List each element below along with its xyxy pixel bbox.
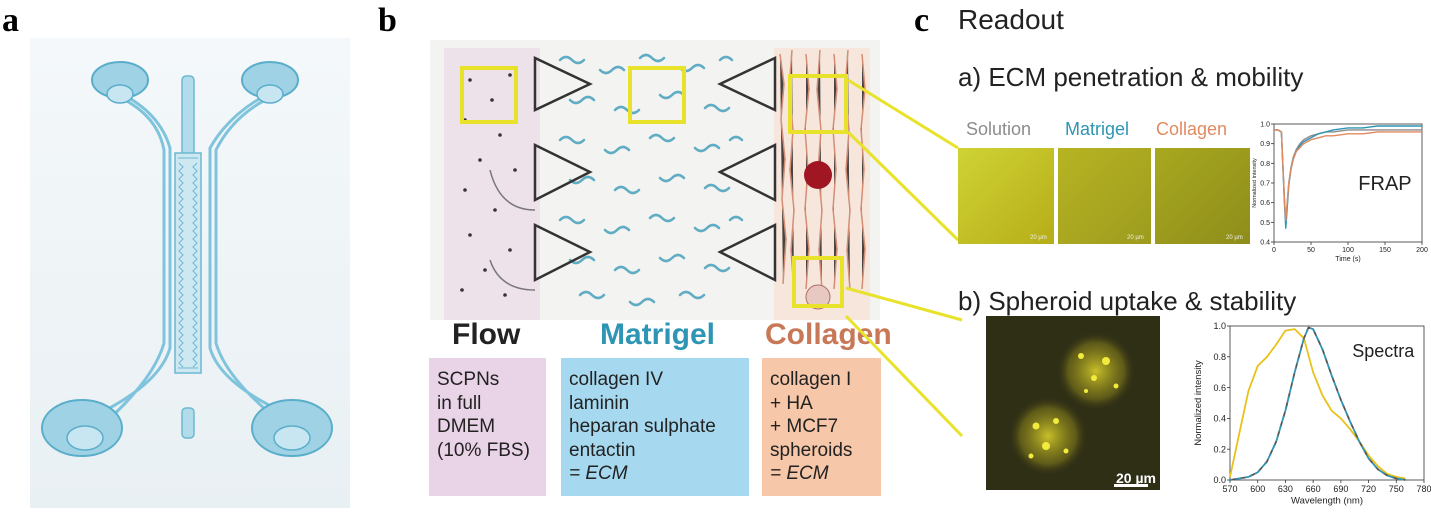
x-tick-label: 200 bbox=[1416, 247, 1428, 254]
x-tick-label: 750 bbox=[1389, 484, 1404, 494]
swatch-scalebar-1: 20 µm bbox=[1030, 235, 1047, 241]
x-tick-label: 600 bbox=[1250, 484, 1265, 494]
microfluidic-chip-illustration bbox=[30, 38, 350, 508]
panel-label-c: c bbox=[914, 2, 930, 39]
y-tick-label: 0.2 bbox=[1213, 444, 1226, 454]
matrigel-line-2: laminin bbox=[569, 392, 630, 414]
flow-line-4: (10% FBS) bbox=[437, 439, 530, 461]
x-tick-label: 690 bbox=[1333, 484, 1348, 494]
flow-description-box: SCPNs in full DMEM (10% FBS) bbox=[429, 358, 546, 496]
swatch-collagen bbox=[1155, 148, 1250, 244]
x-tick-label: 630 bbox=[1278, 484, 1293, 494]
collagen-line-1: collagen I bbox=[770, 369, 852, 390]
x-tick-label: 150 bbox=[1379, 247, 1391, 254]
y-tick-label: 0.6 bbox=[1213, 383, 1226, 393]
y-tick-label: 0.6 bbox=[1260, 200, 1270, 207]
collagen-line-2: + HA bbox=[770, 392, 813, 414]
collagen-line-3: + MCF7 bbox=[770, 416, 839, 437]
x-tick-label: 50 bbox=[1307, 247, 1315, 254]
spheroid-scalebar: 20 µm bbox=[1116, 470, 1156, 486]
plot-frame bbox=[1273, 123, 1423, 243]
matrigel-line-1: collagen IV bbox=[569, 369, 664, 390]
matrigel-description-box: collagen IV laminin heparan sulphate ent… bbox=[561, 358, 749, 496]
flow-title: Flow bbox=[452, 318, 521, 351]
readout-section-b-title: b) Spheroid uptake & stability bbox=[958, 286, 1297, 316]
flow-line-3: DMEM bbox=[437, 416, 496, 437]
series-line bbox=[1229, 326, 1406, 481]
chart-annotation: Spectra bbox=[1352, 341, 1415, 361]
chart-annotation: FRAP bbox=[1358, 173, 1411, 195]
panel-label-a: a bbox=[2, 2, 19, 39]
y-tick-label: 0.9 bbox=[1260, 141, 1270, 148]
readout-section-a-title: a) ECM penetration & mobility bbox=[958, 62, 1304, 92]
matrigel-title: Matrigel bbox=[600, 318, 716, 351]
swatch-matrigel bbox=[1058, 148, 1151, 244]
swatch-label-solution: Solution bbox=[966, 119, 1032, 139]
x-axis-label: Wavelength (nm) bbox=[1291, 496, 1363, 507]
collagen-line-4: spheroids bbox=[770, 439, 853, 461]
matrigel-line-3: heparan sulphate bbox=[569, 416, 716, 437]
flow-line-1: SCPNs bbox=[437, 369, 500, 390]
matrigel-ecm: = ECM bbox=[569, 463, 628, 484]
collagen-description-box: collagen I + HA + MCF7 spheroids = ECM bbox=[762, 358, 881, 496]
series-line bbox=[1229, 328, 1406, 480]
spectra-chart: 570 600 630 660 690 720 750 780 0.0 0.2 0.4 0.6 0.8 1… bbox=[1193, 321, 1431, 507]
y-tick-label: 0.7 bbox=[1260, 180, 1270, 187]
y-tick-label: 0.0 bbox=[1213, 475, 1226, 485]
swatch-label-matrigel: Matrigel bbox=[1065, 119, 1130, 139]
x-tick-label: 570 bbox=[1222, 484, 1237, 494]
chip-cross-section-sketch bbox=[430, 40, 880, 320]
y-tick-label: 0.4 bbox=[1260, 239, 1270, 246]
swatch-solution bbox=[958, 148, 1054, 244]
x-tick-label: 720 bbox=[1361, 484, 1376, 494]
y-axis-label: Normalized intensity bbox=[1193, 360, 1204, 446]
x-tick-label: 660 bbox=[1306, 484, 1321, 494]
x-axis-label: Time (s) bbox=[1335, 256, 1360, 263]
connector-lines bbox=[844, 78, 964, 438]
panel-label-b: b bbox=[378, 2, 397, 39]
swatch-scalebar-3: 20 µm bbox=[1226, 235, 1243, 241]
x-tick-label: 780 bbox=[1416, 484, 1431, 494]
x-tick-label: 100 bbox=[1342, 247, 1354, 254]
y-tick-label: 0.8 bbox=[1213, 352, 1226, 362]
collagen-title: Collagen bbox=[765, 318, 892, 351]
swatch-scalebar-2: 20 µm bbox=[1127, 235, 1144, 241]
y-tick-label: 0.4 bbox=[1213, 414, 1226, 424]
x-tick-label: 0 bbox=[1272, 247, 1276, 254]
series-line bbox=[1274, 129, 1422, 222]
collagen-ecm: = ECM bbox=[770, 463, 829, 484]
y-axis-label: Normalized intensity bbox=[1252, 158, 1258, 208]
matrigel-line-4: entactin bbox=[569, 439, 636, 461]
y-tick-label: 0.5 bbox=[1260, 220, 1270, 227]
y-tick-label: 0.8 bbox=[1260, 161, 1270, 168]
readout-title: Readout bbox=[958, 4, 1064, 35]
y-tick-label: 1.0 bbox=[1213, 321, 1226, 331]
flow-line-2: in full bbox=[437, 392, 482, 414]
swatch-label-collagen: Collagen bbox=[1156, 119, 1228, 139]
spheroid-micrograph bbox=[986, 316, 1160, 490]
y-tick-label: 1.0 bbox=[1260, 121, 1270, 128]
